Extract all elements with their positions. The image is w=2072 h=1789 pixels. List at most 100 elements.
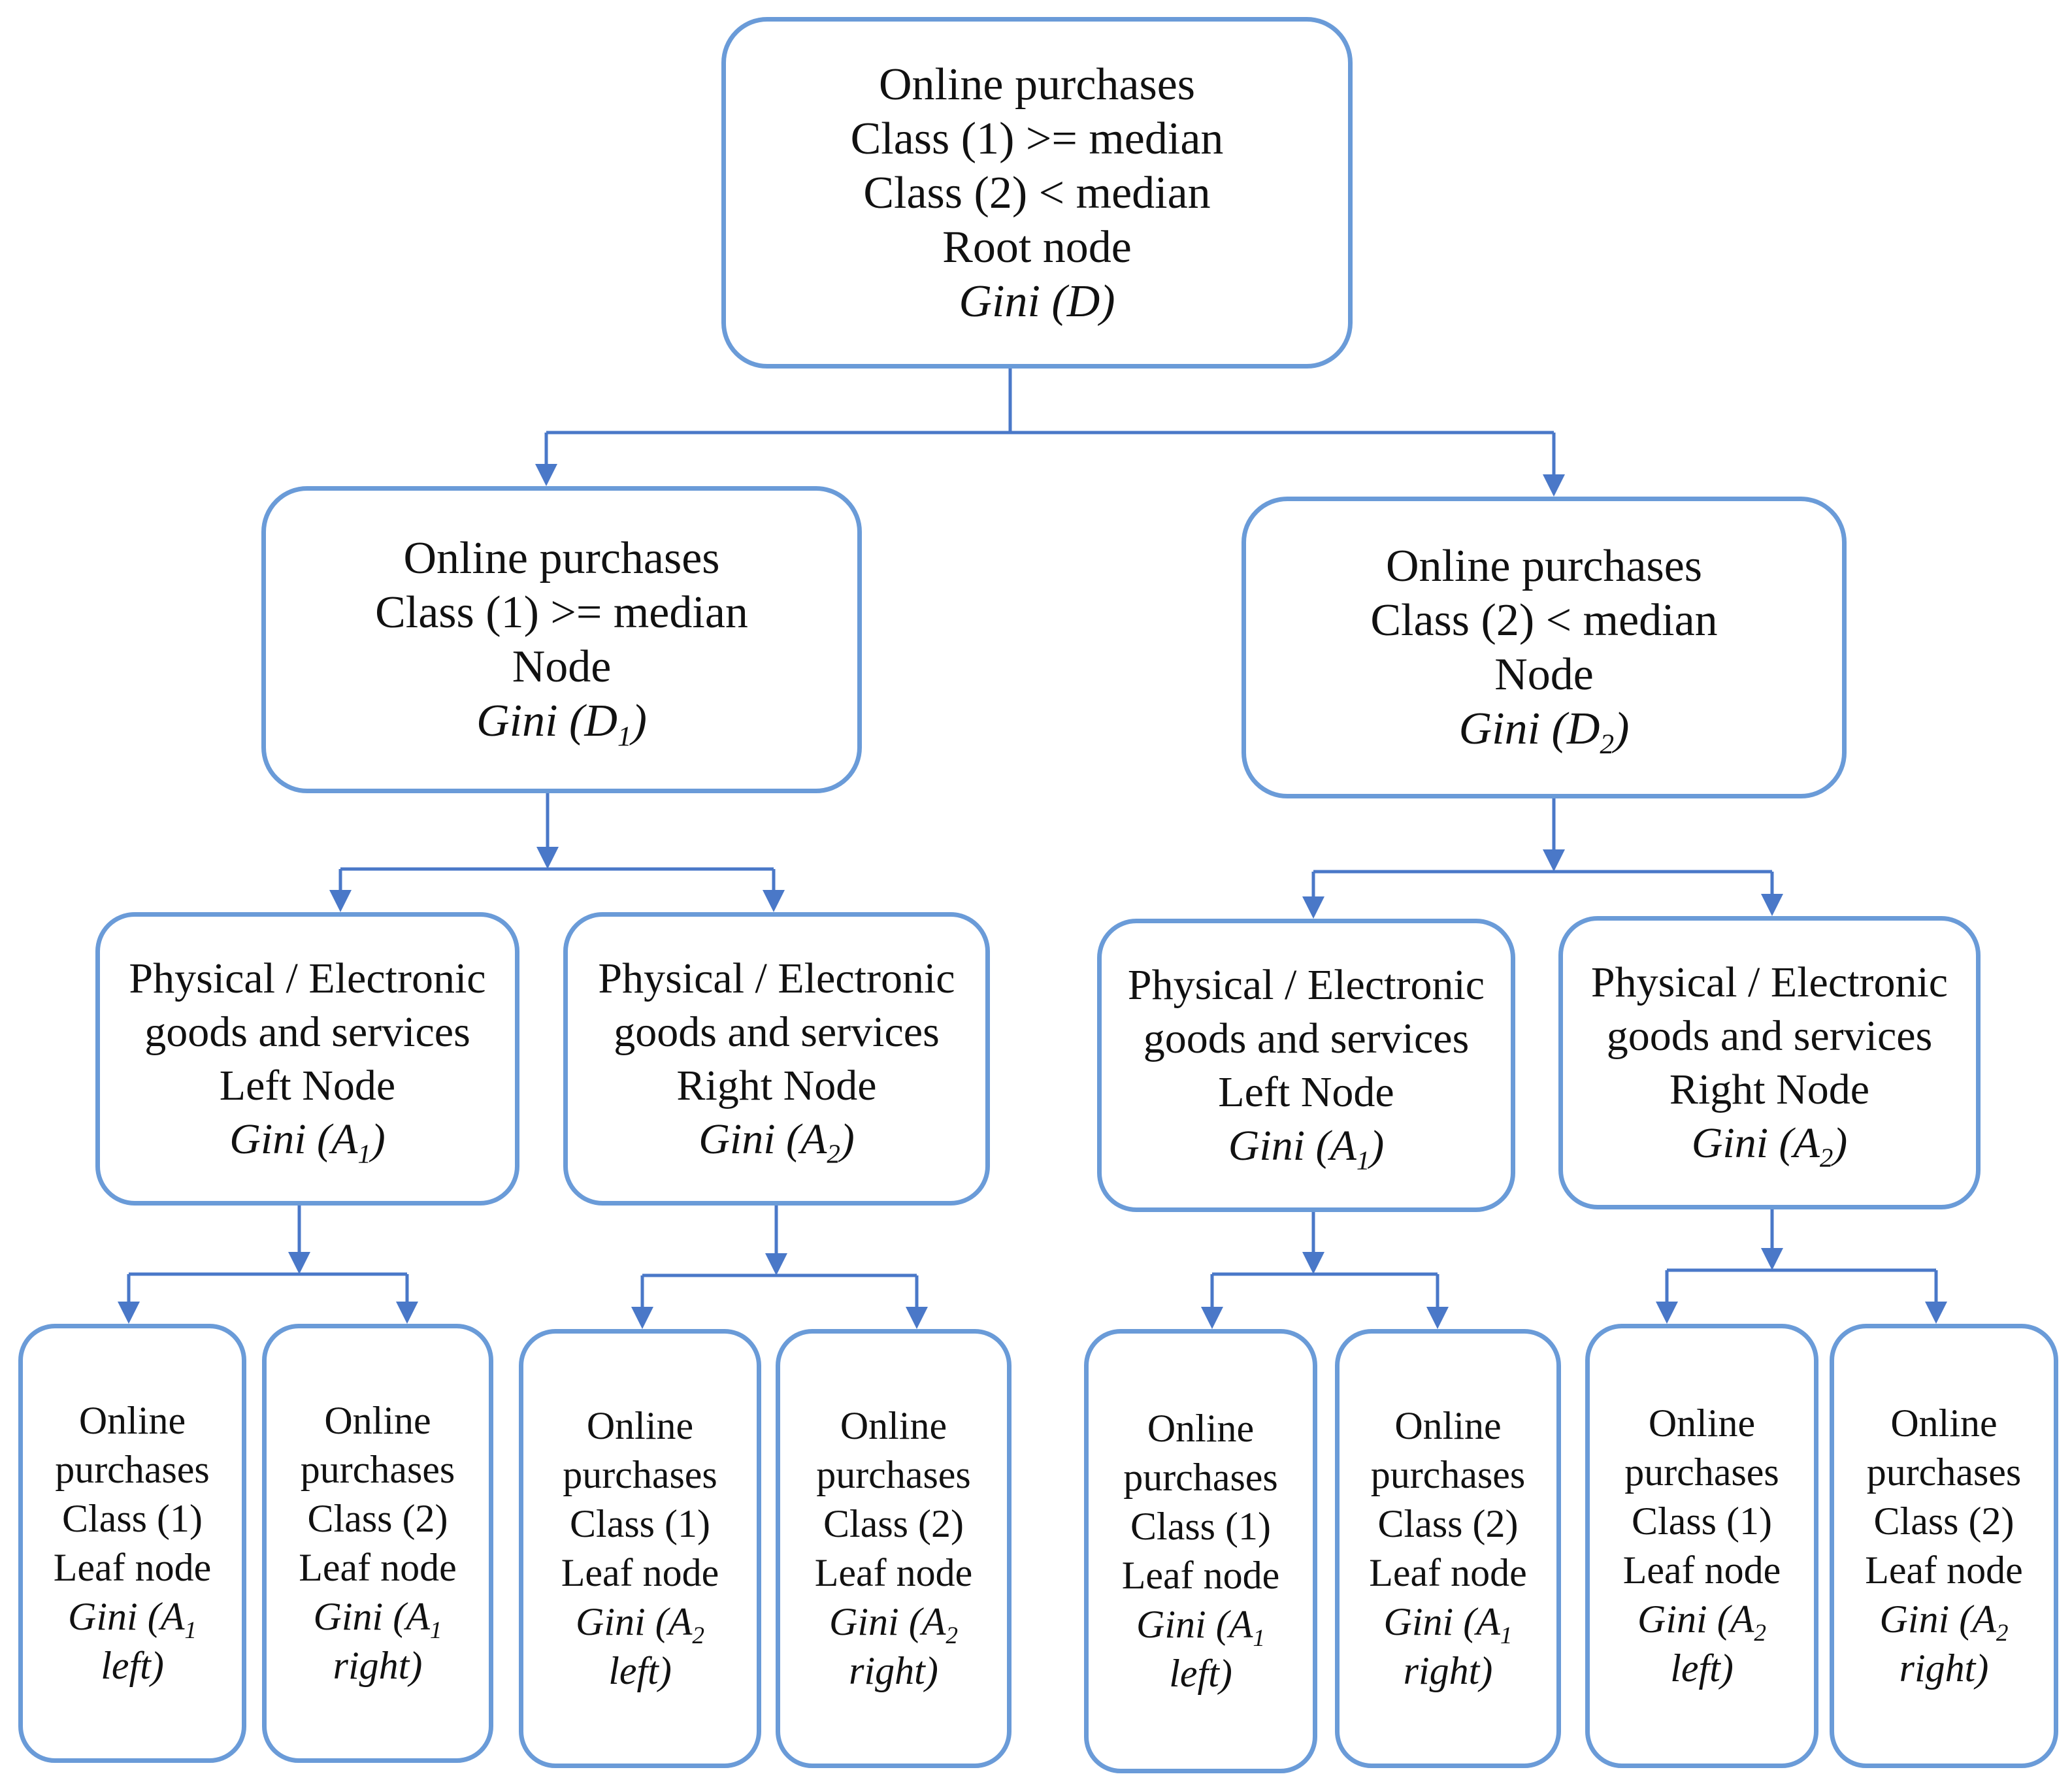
split-node-gini: Gini (A2) <box>699 1115 855 1168</box>
leaf-gini-side: right) <box>1403 1649 1493 1692</box>
leaf-line1: Online <box>586 1404 694 1447</box>
arrowhead-icon <box>1543 849 1565 872</box>
leaf-line2: purchases <box>300 1448 455 1491</box>
arrowhead-icon <box>536 847 559 869</box>
leaf-line1: Online <box>1648 1402 1756 1445</box>
leaf-gini: Gini (A2 <box>1637 1598 1766 1647</box>
leaf-line4: Leaf node <box>1369 1551 1527 1594</box>
leaf-gini-side: left) <box>1670 1647 1734 1690</box>
leaf-line4: Leaf node <box>53 1546 212 1589</box>
leaf-line3: Class (1) <box>1130 1505 1271 1548</box>
leaf-line2: purchases <box>1866 1451 2022 1494</box>
leaf-line4: Leaf node <box>1865 1549 2023 1592</box>
split-node-gini: Gini (A2) <box>1691 1119 1848 1172</box>
split-node: Physical / Electronic goods and services… <box>563 912 990 1206</box>
arrowhead-icon <box>765 1253 787 1275</box>
leaf-node: Online purchases Class (2) Leaf node Gin… <box>262 1324 493 1763</box>
left-node-line2: Class (1) >= median <box>375 587 748 638</box>
split-node: Physical / Electronic goods and services… <box>1097 919 1515 1212</box>
leaf-gini-side: right) <box>333 1644 423 1687</box>
root-line3: Class (2) < median <box>863 167 1211 218</box>
leaf-node: Online purchases Class (1) Leaf node Gin… <box>1084 1329 1317 1773</box>
leaf-line1: Online <box>840 1404 947 1447</box>
leaf-line3: Class (2) <box>823 1502 964 1545</box>
leaf-gini: Gini (A2 <box>576 1600 704 1650</box>
split-node-line1: Physical / Electronic <box>1590 958 1949 1006</box>
right-child-node: Online purchases Class (2) < median Node… <box>1242 497 1847 798</box>
root-node: Online purchases Class (1) >= median Cla… <box>721 17 1353 369</box>
left-child-node: Online purchases Class (1) >= median Nod… <box>261 486 862 793</box>
arrowhead-icon <box>1925 1302 1947 1324</box>
leaf-line2: purchases <box>816 1453 971 1496</box>
split-node-line3: Left Node <box>219 1061 396 1109</box>
leaf-line3: Class (2) <box>1873 1500 2014 1543</box>
split-node-line3: Right Node <box>676 1061 877 1109</box>
leaf-line2: purchases <box>1370 1453 1526 1496</box>
leaf-gini-side: left) <box>101 1644 164 1687</box>
split-node-line3: Left Node <box>1218 1068 1394 1116</box>
leaf-line1: Online <box>1394 1404 1502 1447</box>
leaf-gini: Gini (A1 <box>313 1595 442 1645</box>
split-node-line2: goods and services <box>1143 1014 1470 1062</box>
leaf-line2: purchases <box>1123 1456 1278 1499</box>
split-node: Physical / Electronic goods and services… <box>1558 916 1981 1209</box>
leaf-gini: Gini (A1 <box>68 1595 197 1645</box>
right-node-line1: Online purchases <box>1385 541 1703 591</box>
leaf-line3: Class (2) <box>1377 1502 1519 1545</box>
leaf-gini: Gini (A1 <box>1383 1600 1513 1650</box>
root-line4: Root node <box>942 222 1132 272</box>
leaf-gini: Gini (A2 <box>1879 1598 2009 1647</box>
leaf-node: Online purchases Class (2) Leaf node Gin… <box>1830 1324 2058 1768</box>
leaf-line2: purchases <box>1624 1451 1779 1494</box>
left-node-gini: Gini (D1) <box>476 696 647 753</box>
root-line1: Online purchases <box>878 59 1196 110</box>
arrowhead-icon <box>118 1302 140 1324</box>
arrowhead-icon <box>1302 1252 1324 1274</box>
arrowhead-icon <box>1426 1307 1449 1329</box>
leaf-node: Online purchases Class (1) Leaf node Gin… <box>519 1329 761 1768</box>
split-node: Physical / Electronic goods and services… <box>95 912 519 1206</box>
leaf-gini: Gini (A1 <box>1136 1603 1265 1652</box>
arrowhead-icon <box>631 1307 653 1329</box>
leaf-line1: Online <box>324 1399 431 1442</box>
right-node-line3: Node <box>1494 649 1594 700</box>
split-node-gini: Gini (A1) <box>1228 1121 1385 1175</box>
right-node-line2: Class (2) < median <box>1370 595 1718 646</box>
arrowhead-icon <box>396 1302 418 1324</box>
leaf-line4: Leaf node <box>1121 1554 1280 1597</box>
arrowhead-icon <box>1656 1302 1678 1324</box>
split-node-line2: goods and services <box>1606 1011 1933 1060</box>
leaf-line3: Class (2) <box>307 1497 448 1540</box>
leaf-line3: Class (1) <box>1632 1500 1772 1543</box>
split-node-line1: Physical / Electronic <box>598 954 955 1002</box>
arrowhead-icon <box>906 1307 928 1329</box>
arrowhead-icon <box>1201 1307 1223 1329</box>
leaf-line1: Online <box>1890 1402 1998 1445</box>
arrowhead-icon <box>763 890 785 912</box>
leaf-line4: Leaf node <box>299 1546 457 1589</box>
leaf-line3: Class (1) <box>62 1497 203 1540</box>
leaf-gini-side: left) <box>1169 1652 1232 1695</box>
arrowhead-icon <box>1761 894 1783 916</box>
arrowhead-icon <box>329 890 352 912</box>
root-line2: Class (1) >= median <box>850 113 1224 164</box>
arrowhead-icon <box>1302 896 1324 919</box>
leaf-line3: Class (1) <box>570 1502 710 1545</box>
arrowhead-icon <box>288 1252 310 1274</box>
arrowhead-icon <box>1543 474 1565 497</box>
split-node-line2: goods and services <box>614 1008 940 1056</box>
leaf-node: Online purchases Class (1) Leaf node Gin… <box>1585 1324 1818 1768</box>
leaf-line4: Leaf node <box>1622 1549 1781 1592</box>
leaf-line1: Online <box>78 1399 186 1442</box>
arrowhead-icon <box>535 464 557 486</box>
leaf-line4: Leaf node <box>561 1551 719 1594</box>
arrowhead-icon <box>1761 1248 1783 1270</box>
left-node-line1: Online purchases <box>403 533 720 583</box>
leaf-node: Online purchases Class (2) Leaf node Gin… <box>1335 1329 1561 1768</box>
leaf-node: Online purchases Class (2) Leaf node Gin… <box>776 1329 1011 1768</box>
leaf-line2: purchases <box>563 1453 717 1496</box>
root-gini: Gini (D) <box>959 276 1115 327</box>
split-node-line3: Right Node <box>1669 1065 1870 1113</box>
split-node-line1: Physical / Electronic <box>1127 960 1485 1009</box>
